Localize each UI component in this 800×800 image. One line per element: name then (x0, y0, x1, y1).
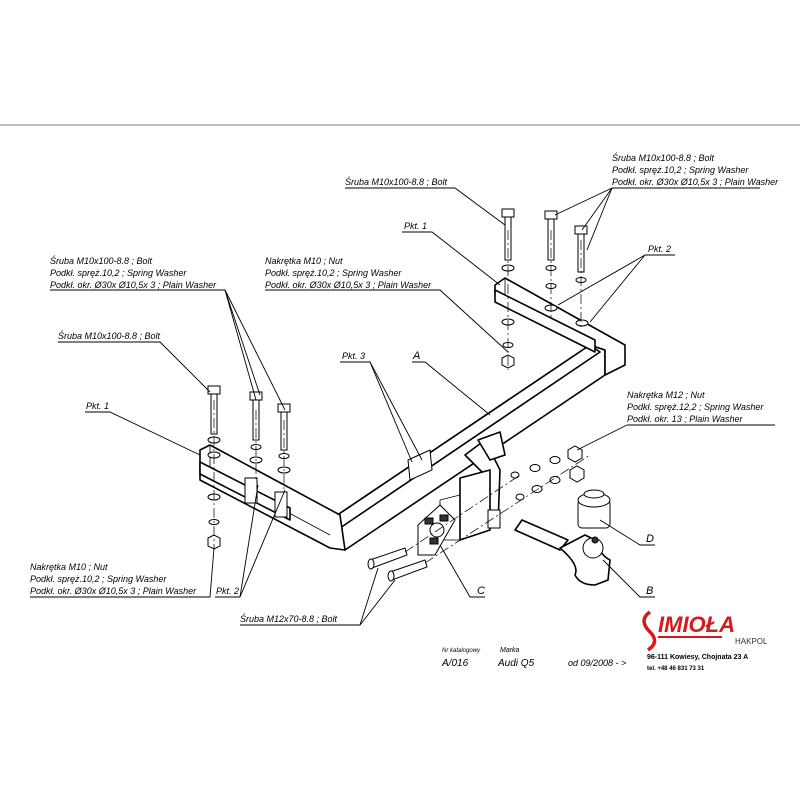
logo-text: IMIOŁA (658, 612, 735, 637)
label-bolt-left-single: Śruba M10x100-8.8 ; Bolt (58, 330, 161, 341)
mounting-plate (459, 469, 491, 541)
label-bolt-left-2: Podkł. spręż.10,2 ; Spring Washer (50, 268, 187, 278)
label-nut-right-1: Nakrętka M12 ; Nut (627, 390, 705, 400)
label-bolt-right-1: Śruba M10x100-8.8 ; Bolt (612, 152, 715, 163)
label-part-b: B (646, 585, 653, 597)
m12-fasteners (367, 445, 585, 582)
label-pkt1-top: Pkt. 1 (404, 221, 427, 231)
logo-hook-icon (642, 610, 657, 652)
label-pkt3: Pkt. 3 (342, 351, 365, 361)
label-nut-bottom-2: Podkł. spręż.10,2 ; Spring Washer (30, 574, 167, 584)
label-nut-bottom-3: Podkł. okr. Ø30x Ø10,5x 3 ; Plain Washer (30, 586, 197, 596)
date-value: od 09/2008 - > (568, 658, 626, 668)
catalog-value: A/016 (441, 658, 469, 669)
assembly-axes (213, 230, 591, 564)
tow-bar-frame (199, 277, 626, 551)
label-bolt-left-3: Podkł. okr. Ø30x Ø10,5x 3 ; Plain Washer (50, 280, 217, 290)
center-bracket (439, 431, 506, 541)
label-part-d: D (646, 533, 654, 545)
label-bolt-m12: Śruba M12x70-8.8 ; Bolt (240, 613, 338, 624)
catalog-label: Nr katalogowy (442, 648, 481, 654)
label-part-a: A (412, 350, 420, 362)
label-nut-mid-1: Nakrętka M10 ; Nut (265, 256, 343, 266)
company-address: 96-111 Kowiesy, Chojnata 23 A (647, 654, 748, 661)
label-bolt-top: Śruba M10x100-8.8 ; Bolt (345, 176, 448, 187)
ball-arm-shank (514, 519, 569, 551)
annotation-labels: Śruba M10x100-8.8 ; Bolt Śruba M10x100-8… (30, 152, 779, 624)
label-bolt-left-1: Śruba M10x100-8.8 ; Bolt (50, 255, 153, 266)
right-bracket (494, 289, 596, 353)
label-part-c: C (477, 585, 485, 597)
left-arm (199, 444, 346, 551)
company-logo: IMIOŁA HAKPOL (642, 610, 768, 652)
label-bolt-right-3: Podkł. okr. Ø30x Ø10,5x 3 ; Plain Washer (612, 177, 779, 187)
label-nut-mid-2: Podkł. spręż.10,2 ; Spring Washer (265, 268, 402, 278)
socket-plate (417, 504, 456, 556)
label-nut-mid-3: Podkł. okr. Ø30x Ø10,5x 3 ; Plain Washer (265, 280, 432, 290)
label-nut-bottom-1: Nakrętka M10 ; Nut (30, 562, 108, 572)
brand-label: Marka (500, 647, 520, 654)
brand-value: Audi Q5 (497, 658, 535, 669)
company-phone: tel. +48 46 831 73 31 (647, 666, 705, 672)
title-block: Nr katalogowy A/016 Marka Audi Q5 od 09/… (441, 647, 626, 669)
label-bolt-right-2: Podkł. spręż.10,2 ; Spring Washer (612, 165, 749, 175)
label-nut-right-2: Podkł. spręż.12,2 ; Spring Washer (627, 402, 764, 412)
tow-ball (577, 489, 611, 529)
leader-lines (30, 187, 775, 626)
logo-sub: HAKPOL (735, 637, 768, 646)
label-pkt2-bottom: Pkt. 2 (216, 586, 239, 596)
pkt3-plate (407, 449, 433, 481)
label-pkt1-left: Pkt. 1 (86, 401, 109, 411)
ball-arm (514, 519, 611, 586)
label-nut-right-3: Podkł. okr. 13 ; Plain Washer (627, 414, 744, 424)
label-pkt2-right: Pkt. 2 (648, 244, 671, 254)
